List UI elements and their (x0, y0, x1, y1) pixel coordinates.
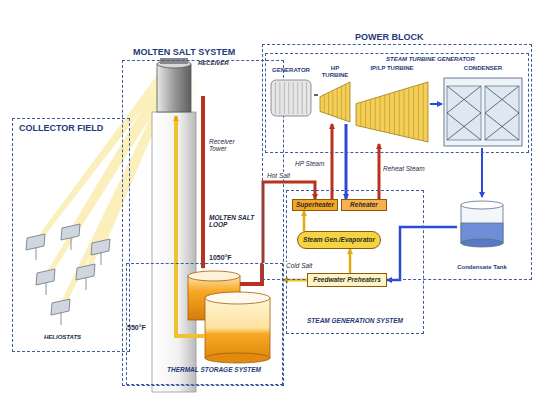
equipment-label: Steam Gen./Evaporator (303, 237, 375, 244)
system-region: STEAM TURBINE GENERATOR GENERATOR HP TURBI… (265, 53, 529, 153)
equipment-box: Steam Gen./Evaporator (297, 231, 381, 249)
region-title: MOLTEN SALT SYSTEM (133, 47, 235, 57)
flow-pipe (481, 148, 483, 197)
system-region: THERMAL STORAGE SYSTEM (126, 263, 283, 385)
equipment-label: Condensate Tank (457, 264, 507, 271)
equipment-shape: HP TURBINE (318, 64, 352, 124)
flow-pipe (314, 94, 318, 96)
system-region: COLLECTOR FIELD (12, 118, 130, 352)
equipment-label: Reheater (350, 202, 378, 209)
equipment-box: Superheater (292, 199, 338, 211)
equipment-box: Reheater (341, 199, 387, 211)
flow-pipe (349, 249, 352, 273)
plant-label: 550°F (127, 324, 146, 332)
equipment-shape: Condensate Tank (457, 197, 507, 271)
equipment-label: CONDENSER (442, 65, 524, 72)
heliostats (26, 224, 110, 325)
equipment-label: HP TURBINE (318, 65, 352, 78)
equipment-shape: IP/LP TURBINE (354, 64, 430, 144)
region-title: POWER BLOCK (355, 32, 424, 42)
flow-pipe (331, 124, 334, 199)
plant-label: RECEIVER (198, 60, 229, 67)
equipment-drawing (268, 66, 314, 120)
flow-label: Hot Salt (266, 172, 291, 179)
salt-pipes (176, 96, 262, 336)
flow-pipe (387, 227, 457, 280)
flow-label: HP Steam (294, 160, 325, 167)
plant-label: MOLTEN SALT LOOP (209, 214, 257, 228)
light-beams (33, 74, 170, 308)
flow-pipe (345, 124, 348, 199)
region-title: STEAM GENERATION SYSTEM (307, 317, 403, 324)
equipment-box: Feedwater Preheaters (307, 273, 387, 287)
flow-pipe (303, 211, 306, 231)
flow-pipe (263, 182, 315, 263)
plant-label: Receiver Tower (209, 138, 249, 152)
region-title: COLLECTOR FIELD (19, 123, 103, 133)
equipment-drawing (354, 64, 430, 144)
region-title: STEAM TURBINE GENERATOR (386, 56, 475, 62)
equipment-drawing (442, 64, 524, 148)
equipment-shape: GENERATOR (268, 66, 314, 120)
equipment-label: IP/LP TURBINE (354, 65, 430, 72)
plant-label: HELIOSTATS (44, 334, 81, 341)
flow-label: Cold Salt (285, 262, 313, 269)
flow-label: Reheat Steam (382, 165, 426, 172)
plant-label: 1050°F (209, 254, 232, 262)
equipment-shape: CONDENSER (442, 64, 524, 148)
equipment-drawing (457, 197, 507, 271)
equipment-label: Feedwater Preheaters (313, 277, 381, 284)
system-region: MOLTEN SALT SYSTEMTHERMAL STORAGE SYSTEM (122, 60, 284, 386)
region-title: THERMAL STORAGE SYSTEM (167, 366, 261, 373)
equipment-label: GENERATOR (268, 67, 314, 74)
flow-pipe (430, 103, 442, 105)
equipment-label: Superheater (296, 202, 334, 209)
